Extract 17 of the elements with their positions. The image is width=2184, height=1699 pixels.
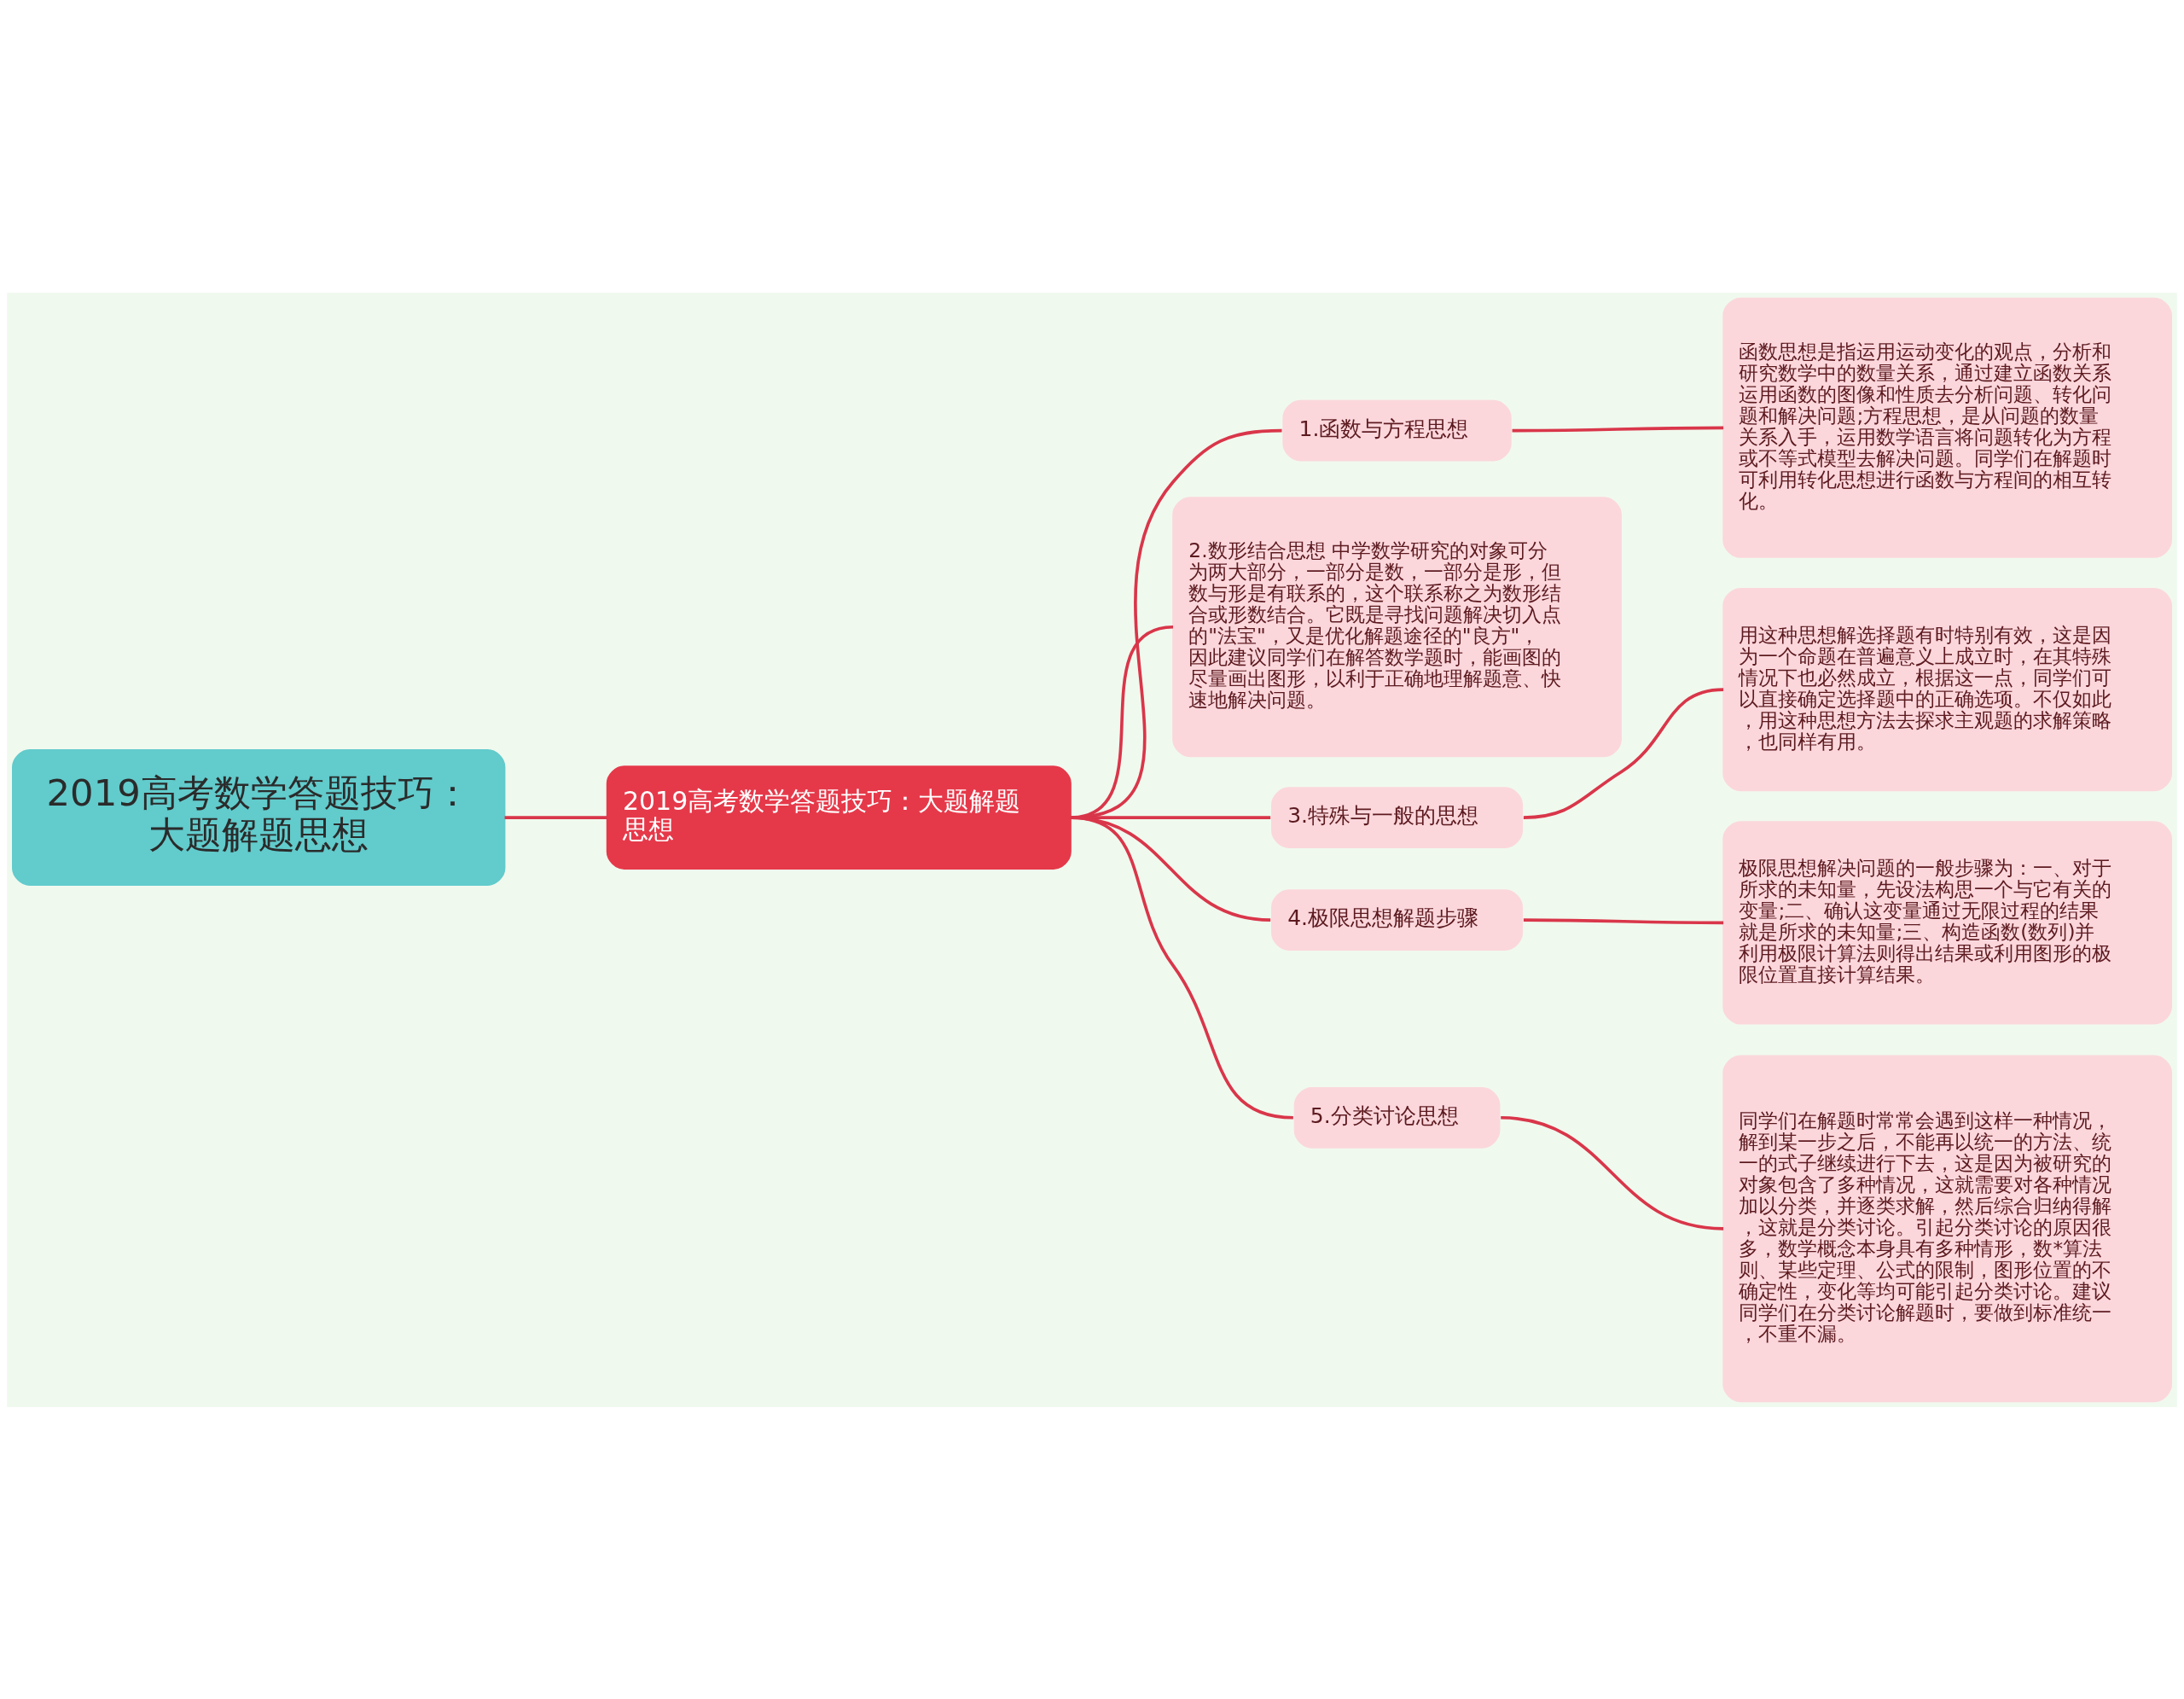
node-box: 5.分类讨论思想 <box>1293 1086 1501 1149</box>
connector <box>504 815 607 819</box>
node-box: 2019高考数学答题技巧：大题解题思想 <box>606 765 1072 870</box>
connector <box>1523 687 1724 819</box>
node-box: 2.数形结合思想 中学数学研究的对象可分为两大部分，一部分是数，一部分是形，但数与形是有联系的，这个联系称之为数形结合或形数结合。它既是寻找问题解决切入点的"法宝"，又是优化解题途径的"良方"，因此建议同学们在解答数学题时，能画图的尽量画出图形，以利于正确地理解题意、快速地解决问题。 <box>1172 496 1622 757</box>
connector <box>1523 917 1724 924</box>
node-box: 极限思想解决问题的一般步骤为：一、对于所求的未知量，先设法构思一个与它有关的变量;二、确认这变量通过无限过程的结果就是所求的未知量;三、构造函数(数列)并利用极限计算法则得出结果或利用图形的极限位置直接计算结果。 <box>1722 820 2172 1025</box>
node-box: 2019高考数学答题技巧：大题解题思想 <box>12 748 506 886</box>
connector <box>1501 1115 1724 1231</box>
connector <box>1070 815 1293 1120</box>
connector <box>1512 426 1724 433</box>
node-box: 函数思想是指运用运动变化的观点，分析和研究数学中的数量关系，通过建立函数关系运用函数的图像和性质去分析问题、转化问题和解决问题;方程思想，是从问题的数量关系入手，运用数学语言将问题转化为方程或不等式模型去解决问题。同学们在解题时可利用转化思想进行函数与方程间的相互转化。 <box>1722 297 2172 558</box>
node-box: 4.极限思想解题步骤 <box>1271 888 1524 951</box>
node-box: 用这种思想解选择题有时特别有效，这是因为一个命题在普遍意义上成立时，在其特殊情况下也必然成立，根据这一点，同学们可以直接确定选择题中的正确选项。不仅如此，用这种思想方法去探求主观题的求解策略，也同样有用。 <box>1722 587 2172 791</box>
node-box: 3.特殊与一般的思想 <box>1271 786 1524 848</box>
node-box: 1.函数与方程思想 <box>1282 399 1512 462</box>
node-box: 同学们在解题时常常会遇到这样一种情况，解到某一步之后，不能再以统一的方法、统一的式子继续进行下去，这是因为被研究的对象包含了多种情况，这就需要对各种情况加以分类，并逐类求解，然后综合归纳得解，这就是分类讨论。引起分类讨论的原因很多，数学概念本身具有多种情形，数*算法则、某些定理、公式的限制，图形位置的不确定性，变化等均可能引起分类讨论。建议同学们在分类讨论解题时，要做到标准统一，不重不漏。 <box>1722 1054 2172 1402</box>
